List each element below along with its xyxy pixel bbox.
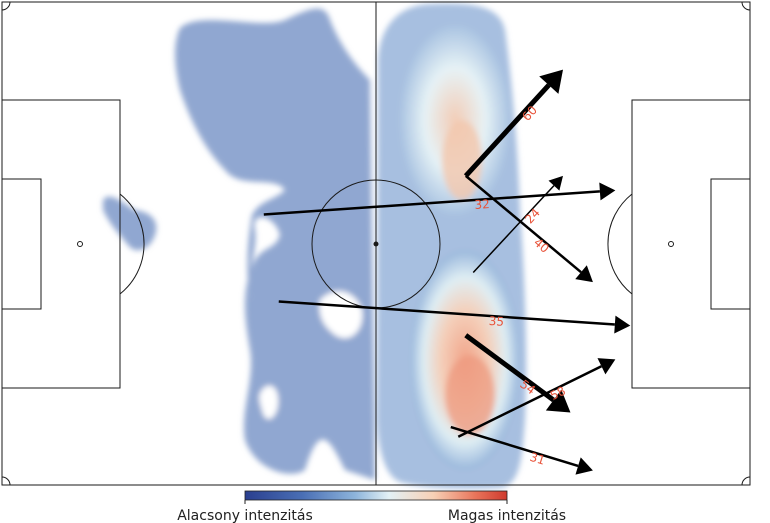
density-core-top-inner <box>442 120 482 200</box>
pass-arrowhead-2 <box>575 265 593 283</box>
pass-arrowhead-8 <box>575 457 593 475</box>
colorbar-low-label: Alacsony intenzitás <box>177 508 313 523</box>
corner-arc-top-right <box>741 1 751 11</box>
density-region-left-top <box>175 8 375 481</box>
left-penalty-spot <box>77 241 83 247</box>
right-six-yard-box <box>710 178 751 310</box>
colorbar-gradient <box>244 490 508 501</box>
heatmap-density <box>103 3 527 489</box>
pass-arrow-7 <box>457 365 603 438</box>
left-penalty-arc <box>119 193 145 295</box>
colorbar-high-label: Magas intenzitás <box>448 508 566 523</box>
pass-arrow-4 <box>263 190 600 216</box>
pass-arrowhead-7 <box>597 358 616 375</box>
right-penalty-spot <box>668 241 674 247</box>
football-pitch <box>1 1 751 486</box>
density-core-bottom-inner <box>445 355 495 435</box>
right-penalty-box <box>631 99 751 389</box>
pass-arrow-5 <box>472 185 555 273</box>
pass-arrows <box>263 69 631 475</box>
pass-label-1: 60 <box>519 103 540 124</box>
pass-arrowhead-3 <box>614 315 631 334</box>
pass-label-5: 24 <box>522 206 543 227</box>
density-region-far-left <box>103 196 157 251</box>
pass-label-3: 35 <box>488 314 504 329</box>
colorbar: Alacsony intenzitás Magas intenzitás <box>177 490 566 523</box>
corner-arc-top-left <box>1 1 11 11</box>
pass-arrowhead-1 <box>539 69 563 94</box>
pass-arrow-6 <box>464 333 556 403</box>
pass-label-4: 32 <box>474 197 490 212</box>
density-region-left-hole-2 <box>259 385 279 420</box>
pass-arrowhead-4 <box>599 182 616 201</box>
pass-label-8: 31 <box>528 450 547 468</box>
right-penalty-arc <box>607 193 633 295</box>
pass-arrowhead-6 <box>545 389 571 413</box>
left-penalty-box <box>1 99 121 389</box>
pass-label-2: 40 <box>531 235 552 256</box>
density-core-top <box>400 25 510 215</box>
pass-arrow-1 <box>463 83 551 178</box>
centre-spot <box>373 241 379 247</box>
pass-arrowhead-5 <box>548 175 563 191</box>
pass-arrow-2 <box>464 174 582 274</box>
left-six-yard-box <box>1 178 42 310</box>
corner-arc-bottom-right <box>741 476 751 486</box>
pass-label-7: 58 <box>548 384 568 403</box>
pass-arrow-8 <box>450 425 579 468</box>
corner-arc-bottom-left <box>1 476 11 486</box>
pass-arrow-3 <box>278 300 615 326</box>
